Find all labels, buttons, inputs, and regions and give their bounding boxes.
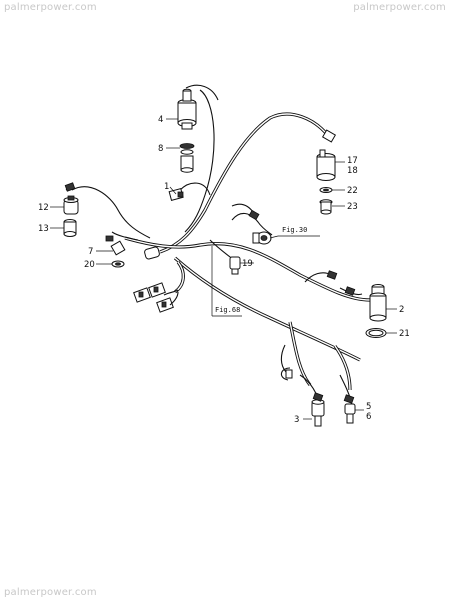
callout-20: 20 <box>84 260 95 270</box>
fig68-reference: Fig.68 <box>211 246 242 317</box>
sender-part-17 <box>316 149 336 181</box>
plug-part-13 <box>63 219 77 237</box>
connector-fig30 <box>252 231 272 245</box>
callout-12: 12 <box>38 203 49 213</box>
adapter-part-8 <box>179 143 195 173</box>
callout-3: 3 <box>294 415 299 425</box>
washer-part-20 <box>111 260 125 268</box>
main-harness <box>124 112 371 391</box>
callout-13: 13 <box>38 224 49 234</box>
callout-23: 23 <box>347 202 358 212</box>
fig30-reference: Fig.30 <box>269 226 320 239</box>
callout-7: 7 <box>88 247 93 257</box>
callout-22: 22 <box>347 186 358 196</box>
connector-lower-c <box>280 367 293 381</box>
callout-numbers: 4 8 1 17 18 22 23 12 13 7 20 19 2 21 3 5… <box>38 115 410 425</box>
watermark-top-left: palmerpower.com <box>4 2 97 13</box>
callout-5: 5 <box>366 402 371 412</box>
sensor-part-12 <box>63 195 79 215</box>
connector-group-lower-left <box>133 282 179 313</box>
watermark-top-right: palmerpower.com <box>353 2 446 13</box>
callout-19: 19 <box>242 259 253 269</box>
callout-1: 1 <box>164 182 169 192</box>
connector-top-left <box>64 182 76 192</box>
fig68-label: Fig.68 <box>215 306 240 314</box>
callout-6: 6 <box>366 412 371 422</box>
callout-17: 17 <box>347 156 358 166</box>
sensor-part-3 <box>311 392 325 427</box>
sender-part-4 <box>177 88 197 130</box>
switch-part-1 <box>168 187 184 201</box>
sensor-part-5 <box>343 394 356 424</box>
connector-upper-mid <box>248 209 260 221</box>
callout-21: 21 <box>399 329 410 339</box>
callout-2: 2 <box>399 305 404 315</box>
oring-part-21 <box>365 328 387 338</box>
watermark-bottom-left: palmerpower.com <box>4 587 97 598</box>
sender-part-2 <box>369 284 387 322</box>
callout-4: 4 <box>158 115 163 125</box>
connector-mid-right <box>326 270 356 296</box>
callout-18: 18 <box>347 166 358 176</box>
adapter-part-23 <box>319 199 333 215</box>
connector-top-right <box>321 129 337 143</box>
callout-8: 8 <box>158 144 163 154</box>
callout-leaders <box>50 118 397 420</box>
sensor-part-19 <box>229 256 241 275</box>
fig30-label: Fig.30 <box>282 226 307 234</box>
sensor-part-7 <box>105 235 126 256</box>
connector-left-trunk <box>144 246 160 260</box>
washer-part-22 <box>319 187 333 193</box>
